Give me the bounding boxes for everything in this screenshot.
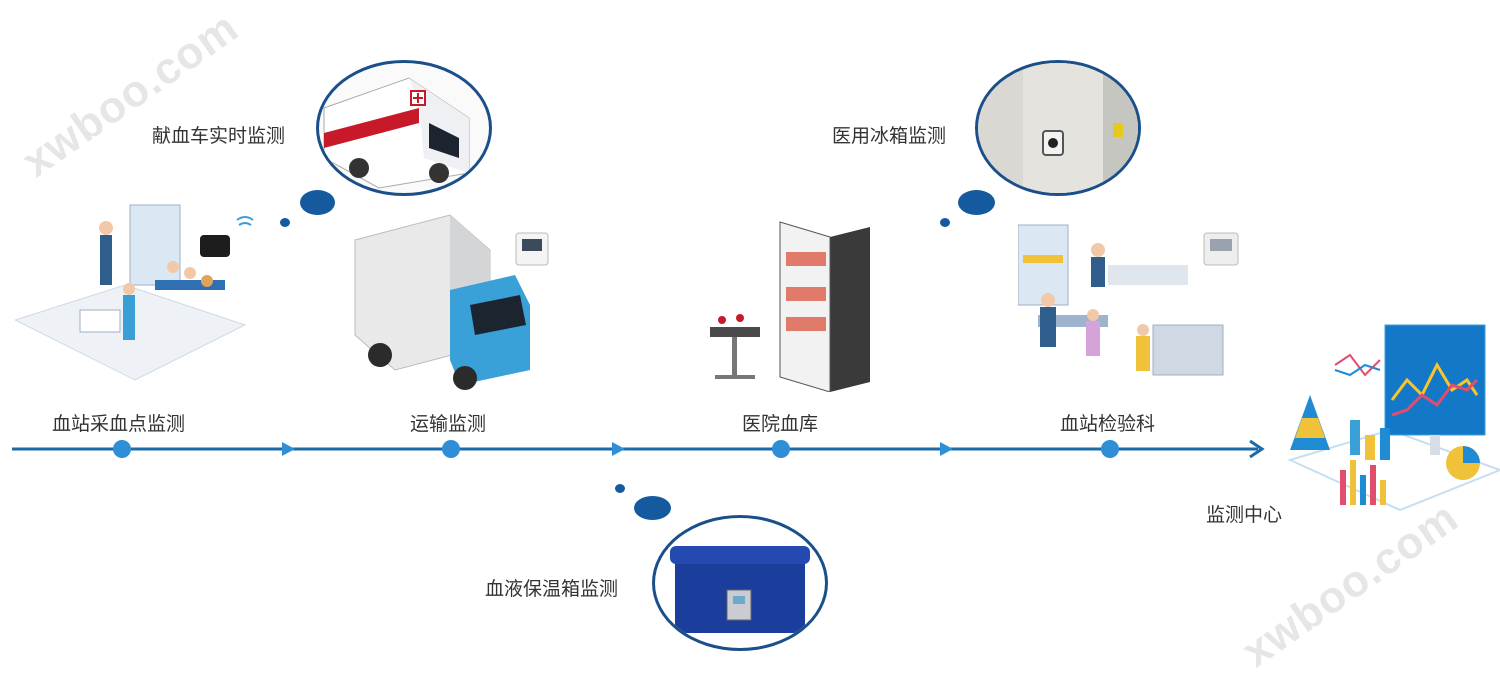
lab-sensor-icon bbox=[1203, 232, 1239, 266]
hospital-blood-bank-icon bbox=[710, 221, 870, 392]
node-lab bbox=[1101, 440, 1119, 458]
timeline bbox=[12, 439, 1265, 459]
monitoring-center-dashboard-icon bbox=[1287, 324, 1500, 512]
fridge-sensor-icon bbox=[978, 63, 1138, 193]
arrow-2 bbox=[612, 442, 625, 456]
stage-label-hospital: 医院血库 bbox=[742, 413, 819, 435]
node-collection bbox=[113, 440, 131, 458]
callout-label-cooler: 血液保温箱监测 bbox=[485, 578, 619, 600]
callout-dot-fridge-large bbox=[958, 190, 995, 215]
lab-scene-icon bbox=[1018, 224, 1224, 376]
callout-label-fridge: 医用冰箱监测 bbox=[832, 125, 947, 147]
blood-collection-scene-icon bbox=[15, 204, 254, 381]
blood-vehicle-photo bbox=[316, 60, 492, 196]
timeline-end-arrow bbox=[1249, 439, 1265, 459]
callout-dot-vehicle-small bbox=[280, 218, 290, 227]
callout-dot-fridge-small bbox=[940, 218, 950, 227]
stage-label-transport: 运输监测 bbox=[410, 413, 487, 435]
stage-label-lab: 血站检验科 bbox=[1060, 413, 1156, 435]
end-label-monitoring-center: 监测中心 bbox=[1206, 504, 1283, 526]
callout-dot-cooler-small bbox=[615, 484, 625, 493]
callout-label-blood-vehicle: 献血车实时监测 bbox=[152, 125, 286, 147]
transport-sensor-icon bbox=[515, 232, 549, 266]
cooler-box-icon bbox=[670, 546, 810, 633]
callout-dot-cooler-large bbox=[634, 496, 671, 520]
medical-fridge-photo bbox=[975, 60, 1141, 196]
callout-dot-vehicle-large bbox=[300, 190, 335, 215]
blood-cooler-photo bbox=[652, 515, 828, 651]
node-transport bbox=[442, 440, 460, 458]
transport-truck-icon bbox=[354, 214, 530, 390]
stage-label-collection: 血站采血点监测 bbox=[52, 413, 186, 435]
arrow-3 bbox=[940, 442, 953, 456]
ambulance-icon bbox=[323, 77, 470, 189]
node-hospital bbox=[772, 440, 790, 458]
arrow-1 bbox=[282, 442, 295, 456]
